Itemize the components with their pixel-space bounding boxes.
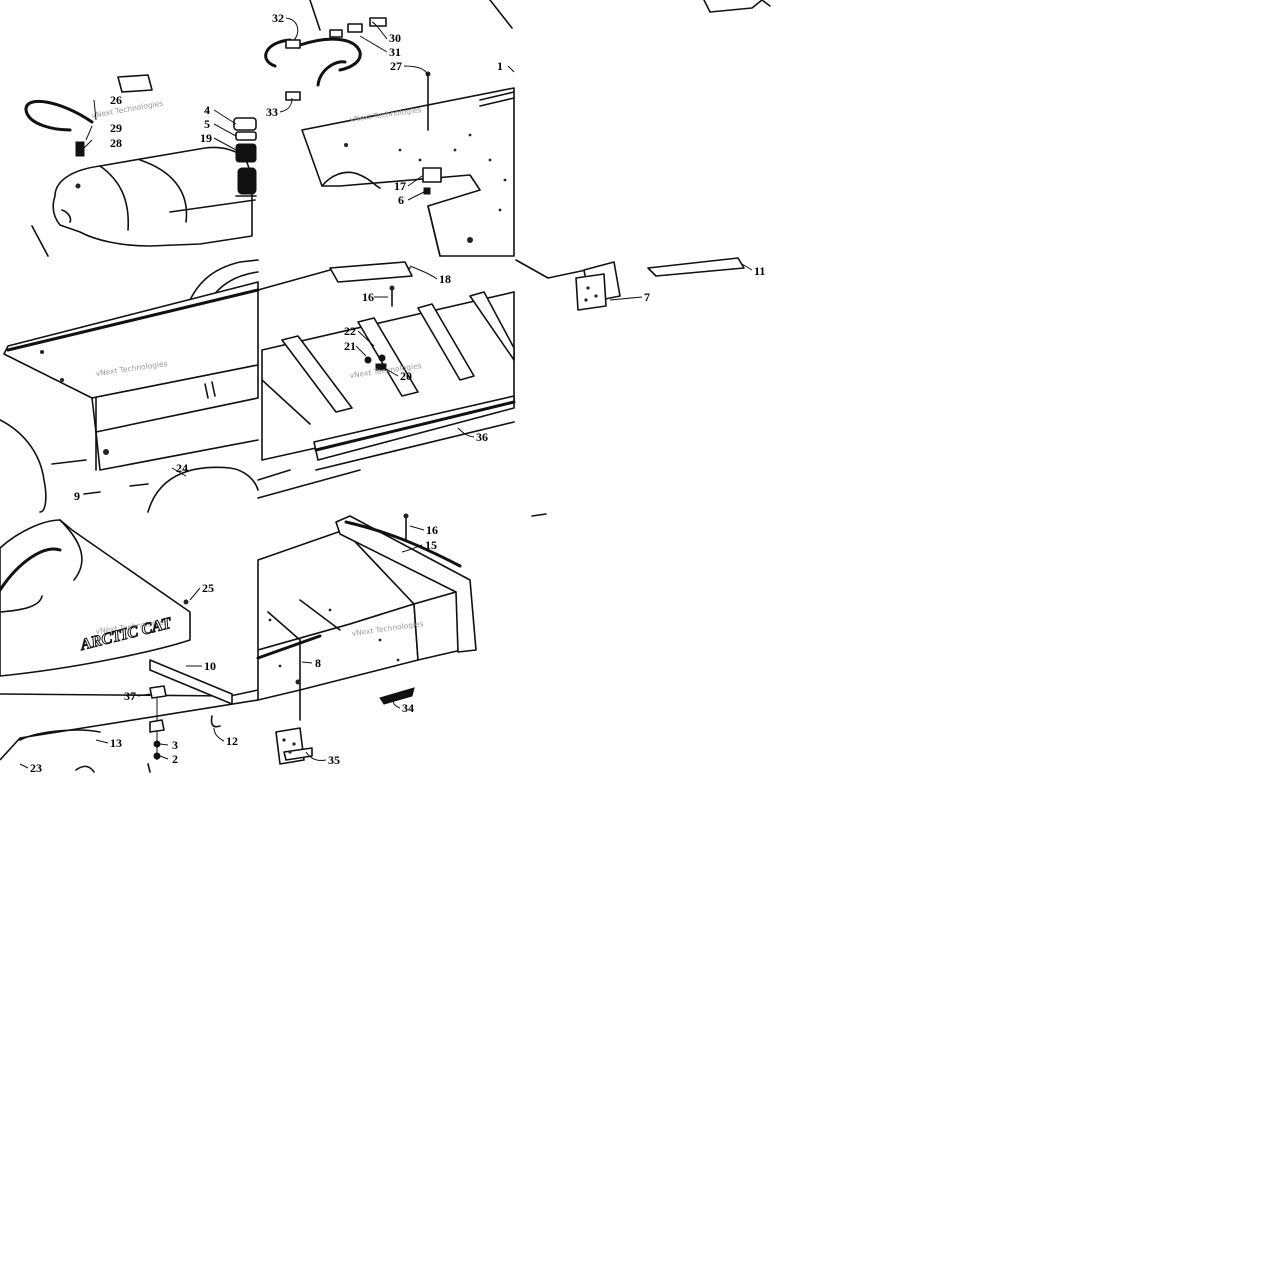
callout-33: 33 [266,105,278,119]
callout-30: 30 [389,31,401,45]
rear-bracket-illustration [515,257,745,517]
callout-25: 25 [202,581,214,595]
hood-illustration [0,519,259,773]
callout-18: 18 [439,272,451,286]
callout-labels: 1 2 3 4 5 6 7 8 9 10 11 12 13 15 16 16 1… [30,11,765,775]
callout-15: 15 [425,538,437,552]
callout-6: 6 [398,193,404,207]
callout-20: 20 [400,369,412,383]
fuel-tank-illustration [24,74,257,257]
callout-36: 36 [476,430,488,444]
rear-tunnel-illustration [256,513,477,765]
bracket-fragment [703,0,771,13]
callout-9: 9 [74,489,80,503]
tunnel-rails-illustration [257,261,516,499]
callout-24: 24 [176,461,188,475]
callout-35: 35 [328,753,340,767]
callout-27: 27 [390,59,402,73]
callout-26: 26 [110,93,122,107]
callout-1: 1 [497,59,503,73]
callout-13: 13 [110,736,122,750]
callout-17: 17 [394,179,406,193]
callout-29: 29 [110,121,122,135]
callout-19: 19 [200,131,212,145]
leader-lines [19,17,753,769]
callout-28: 28 [110,136,122,150]
callout-8: 8 [315,656,321,670]
callout-31: 31 [389,45,401,59]
callout-37: 37 [124,689,136,703]
callout-7: 7 [644,290,650,304]
callout-21: 21 [344,339,356,353]
callout-32: 32 [272,11,284,25]
callout-10: 10 [204,659,216,673]
callout-3: 3 [172,738,178,752]
callout-4: 4 [204,103,210,117]
callout-2: 2 [172,752,178,766]
callout-23: 23 [30,761,42,775]
watermark: vNext Technologies [91,99,164,120]
callout-34: 34 [402,701,414,715]
callout-16a: 16 [362,290,374,304]
callout-12: 12 [226,734,238,748]
callout-16b: 16 [426,523,438,537]
belly-pan-illustration [264,0,515,257]
callout-5: 5 [204,117,210,131]
tunnel-seat-illustration [0,259,260,513]
callout-22: 22 [344,324,356,338]
callout-11: 11 [754,264,765,278]
